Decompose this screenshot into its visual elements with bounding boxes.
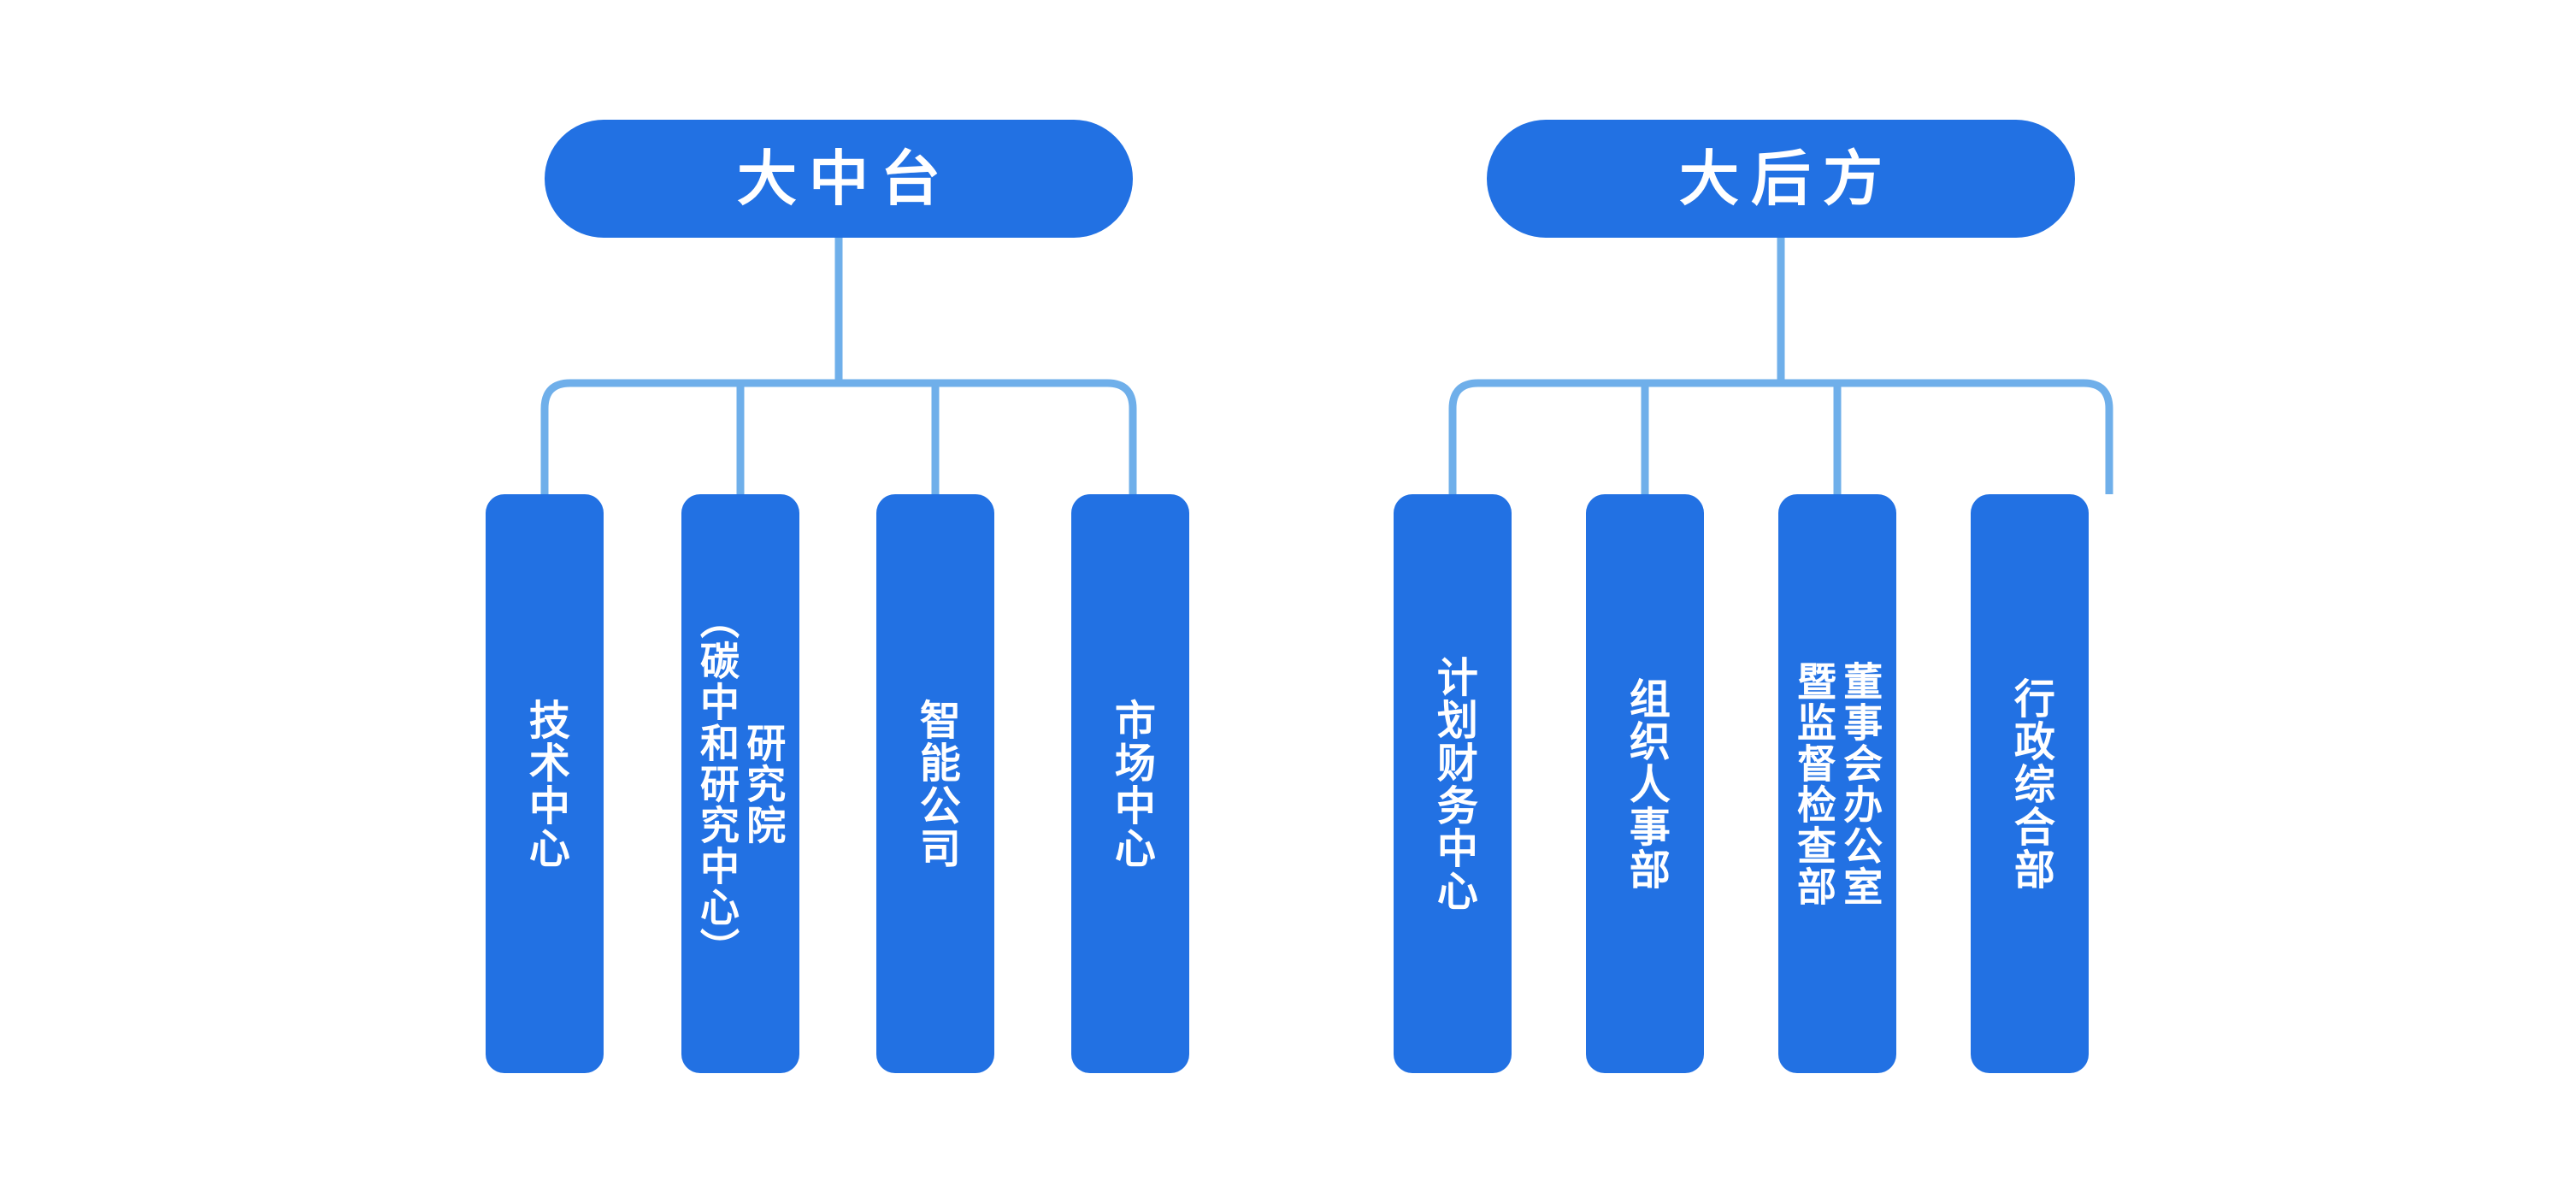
connector-bus-back-office bbox=[1448, 379, 2113, 494]
dept-card-planning-finance-center[interactable]: 计划财务中心 bbox=[1394, 494, 1512, 1073]
dept-card-research-institute[interactable]: 研究院 （碳中和研究中心） bbox=[681, 494, 799, 1073]
dept-card-label: 智能公司 bbox=[912, 698, 958, 870]
dept-card-label: 董事会办公室 暨监督检查部 bbox=[1792, 660, 1883, 907]
dept-card-label: 市场中心 bbox=[1107, 698, 1153, 870]
dept-card-intelligent-company[interactable]: 智能公司 bbox=[876, 494, 994, 1073]
group-header-back-office[interactable]: 大后方 bbox=[1487, 120, 2075, 238]
dept-card-tech-center[interactable]: 技术中心 bbox=[486, 494, 604, 1073]
dept-card-label: 组织人事部 bbox=[1622, 676, 1668, 891]
dept-card-org-personnel-dept[interactable]: 组织人事部 bbox=[1586, 494, 1704, 1073]
group-header-label: 大中台 bbox=[737, 145, 952, 212]
group-header-mid-platform[interactable]: 大中台 bbox=[545, 120, 1133, 238]
dept-card-label: 技术中心 bbox=[522, 698, 568, 870]
dept-card-label: 研究院 （碳中和研究中心） bbox=[695, 599, 787, 969]
dept-card-admin-general-dept[interactable]: 行政综合部 bbox=[1971, 494, 2089, 1073]
dept-card-label: 行政综合部 bbox=[2007, 676, 2053, 891]
dept-card-label: 计划财务中心 bbox=[1429, 655, 1476, 912]
connector-bus-mid-platform bbox=[540, 379, 1137, 494]
group-header-label: 大后方 bbox=[1679, 145, 1895, 212]
dept-card-market-center[interactable]: 市场中心 bbox=[1071, 494, 1189, 1073]
dept-card-board-office-supervision[interactable]: 董事会办公室 暨监督检查部 bbox=[1778, 494, 1896, 1073]
